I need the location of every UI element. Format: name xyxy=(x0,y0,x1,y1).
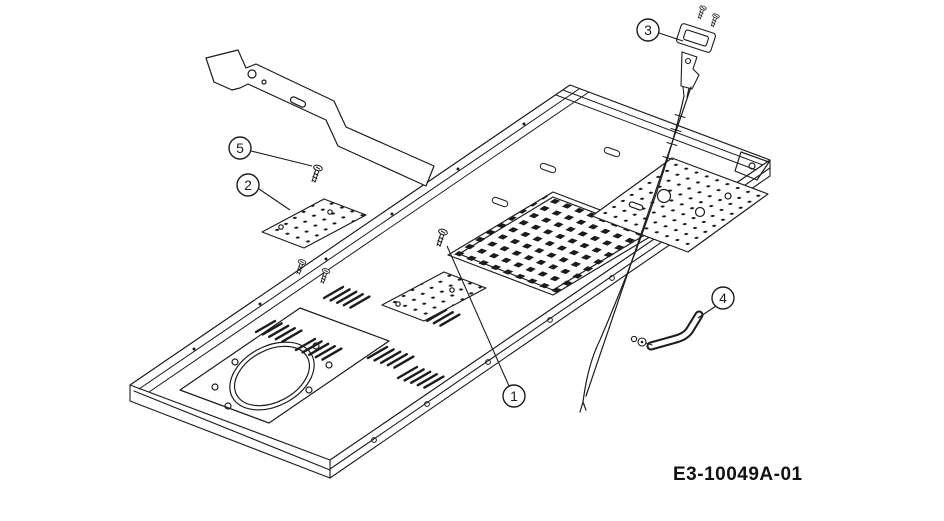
latch-lever xyxy=(680,51,700,90)
cable-end-part4 xyxy=(630,310,704,351)
left-gasket-plate xyxy=(179,307,390,424)
rivet-holes-left-rail xyxy=(192,122,526,351)
leader-line-1 xyxy=(446,245,510,387)
screw-footrest-mount xyxy=(433,227,449,249)
control-cable xyxy=(579,86,692,413)
callout-1-label: 1 xyxy=(510,388,518,404)
frame-chassis xyxy=(129,84,771,479)
screw-bracket-a xyxy=(695,4,708,21)
corner-gusset xyxy=(734,151,770,181)
callout-5-label: 5 xyxy=(236,140,244,156)
clevis-ring xyxy=(630,335,638,343)
right-dotted-panel xyxy=(591,157,769,253)
cable-spring-coils xyxy=(662,114,686,160)
mounting-bracket-part3 xyxy=(676,4,721,98)
screw-part5 xyxy=(308,163,324,185)
screw-cover-right xyxy=(317,267,331,285)
callout-3: 3 xyxy=(636,18,660,42)
screw-cover-left xyxy=(293,258,307,276)
leader-line-2 xyxy=(258,188,291,211)
callout-4-label: 4 xyxy=(719,290,727,306)
callout-5: 5 xyxy=(228,136,252,160)
mounted-cover-plate xyxy=(381,271,487,322)
cover-plate-part2 xyxy=(261,198,367,249)
callout-1: 1 xyxy=(502,384,526,408)
leader-lines xyxy=(250,32,717,387)
leader-line-4 xyxy=(697,305,717,319)
leader-line-3 xyxy=(658,32,684,42)
diagram-code: E3-10049A-01 xyxy=(673,464,803,485)
frame-slot-holes xyxy=(491,146,621,208)
callout-3-label: 3 xyxy=(644,22,652,38)
callout-2: 2 xyxy=(236,173,260,197)
spindle-bolt-holes xyxy=(211,342,333,410)
cable-tip xyxy=(579,401,587,413)
callout-2-label: 2 xyxy=(244,177,252,193)
leader-line-5 xyxy=(250,150,313,167)
screw-bracket-b xyxy=(708,12,721,29)
frame-rails xyxy=(138,88,764,393)
callout-4: 4 xyxy=(711,286,735,310)
steering-bracket-arm xyxy=(205,49,435,187)
